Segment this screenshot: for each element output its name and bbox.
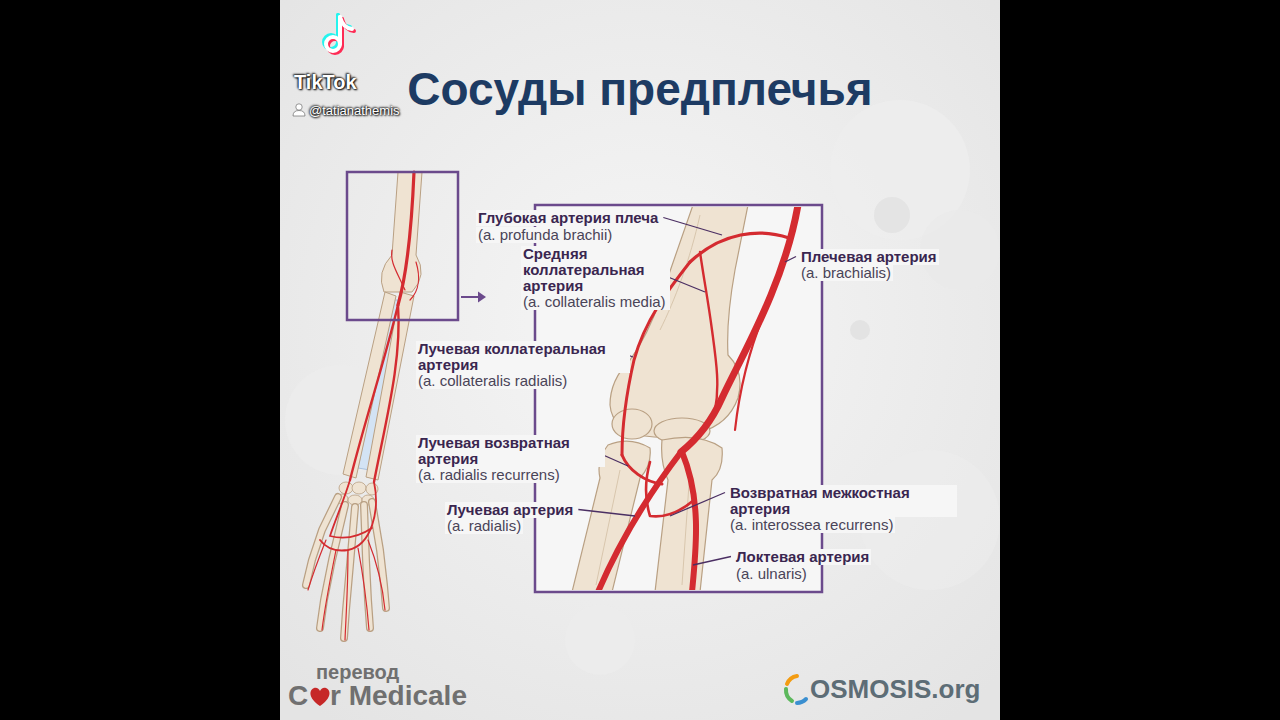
watermark: TikTok — [292, 70, 359, 94]
arm-overview — [308, 172, 418, 640]
tiktok-logo — [326, 17, 352, 51]
credit-logo-text: C — [286, 680, 310, 712]
heart-icon — [310, 688, 329, 706]
arm-overview — [352, 482, 366, 494]
latin-name: (a. radialis recurrens) — [416, 467, 562, 483]
elbow-detail — [682, 452, 696, 590]
leader-line — [578, 510, 635, 517]
background — [874, 197, 910, 233]
artery-name: Лучевая артерия — [445, 502, 575, 518]
elbow-detail — [655, 437, 722, 590]
arm-overview — [358, 548, 369, 630]
background — [280, 0, 1000, 720]
zoom-arrow — [461, 292, 486, 303]
arm-overview — [330, 480, 372, 538]
arm-overview — [322, 550, 336, 630]
osmosis-logo — [787, 676, 797, 684]
arm-overview — [345, 550, 348, 640]
elbow-detail — [612, 409, 652, 439]
arm-overview — [368, 540, 385, 610]
elbow-detail — [682, 470, 690, 585]
background — [850, 320, 870, 340]
zoom-arrow — [478, 292, 486, 303]
artery-name: Лучевая коллатеральная артерия — [416, 341, 630, 373]
latin-name: (a. ulnaris) — [734, 566, 809, 582]
arm-overview — [392, 250, 405, 290]
leader-line — [785, 257, 796, 263]
tiktok-logo — [340, 17, 352, 29]
leader-line — [663, 218, 722, 236]
arm-overview — [306, 172, 422, 640]
elbow-detail — [690, 233, 789, 262]
elbow-detail — [610, 207, 748, 437]
latin-name: (a. interossea recurrens) — [728, 517, 895, 533]
tiktok-logo — [326, 37, 340, 51]
user-icon — [293, 111, 305, 117]
leader-line — [670, 493, 725, 517]
artery-name: Плечевая артерия — [799, 249, 939, 265]
credit-logo-text: r Medicale — [328, 680, 469, 712]
zoom-arrow — [461, 296, 479, 298]
artery-name: Средняя коллатеральная артерия — [521, 246, 670, 294]
artery-name: Локтевая артерия — [734, 549, 871, 565]
user-icon — [296, 104, 302, 110]
arm-overview — [381, 172, 422, 292]
elbow-detail — [681, 207, 798, 452]
elbow-detail — [622, 455, 662, 484]
osmosis-logo — [786, 676, 806, 703]
latin-name: (a. collateralis radialis) — [416, 373, 569, 389]
elbow-detail — [700, 252, 717, 410]
artery-name: Глубокая артерия плеча — [476, 210, 660, 226]
latin-name: (a. brachialis) — [799, 265, 893, 281]
osmosis-logo — [797, 699, 806, 703]
elbow-detail — [598, 452, 681, 590]
latin-name: (a. profunda brachii) — [476, 227, 614, 243]
arm-overview — [308, 540, 326, 590]
source-logo-text: OSMOSIS.org — [808, 674, 982, 704]
arm-overview — [398, 172, 414, 305]
artery-name: Возвратная межкостная артерия — [728, 485, 957, 517]
background — [565, 605, 635, 675]
leader-line — [693, 557, 731, 566]
arm-overview — [374, 305, 399, 482]
focus-frame — [347, 172, 458, 320]
tiktok-logo — [324, 15, 354, 53]
arm-overview — [306, 497, 338, 585]
watermark: @tatianathemis — [307, 103, 402, 119]
osmosis-logo — [786, 689, 792, 701]
latin-name: (a. radialis) — [445, 518, 523, 534]
user-icon — [293, 104, 305, 116]
arm-overview — [410, 262, 418, 300]
latin-name: (a. collateralis media) — [521, 294, 670, 310]
artery-name: Лучевая возвратная артерия — [416, 435, 605, 467]
